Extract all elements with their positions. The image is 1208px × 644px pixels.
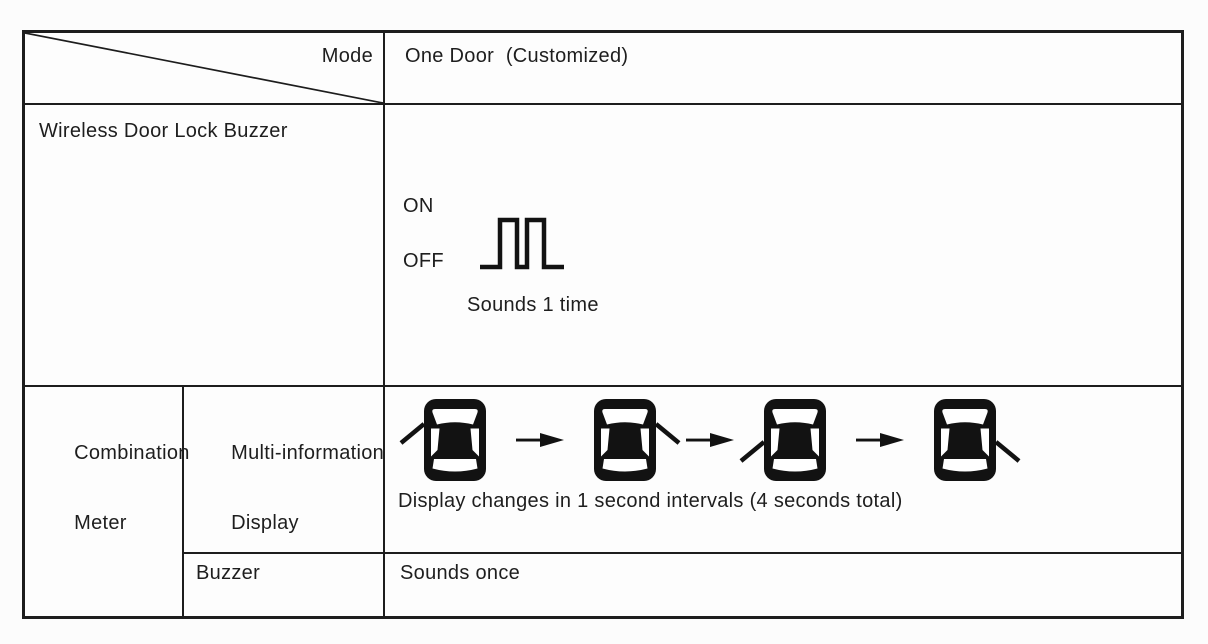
table-divider-header [25, 103, 1181, 105]
buzzer-row-value: Sounds once [400, 562, 521, 584]
signal-off-label: OFF [403, 250, 444, 272]
display-sequence-caption: Display changes in 1 second intervals (4… [398, 490, 903, 512]
table-divider-row3 [182, 552, 1181, 554]
table-divider-vertical-main [383, 33, 385, 616]
table-divider-vertical-sub [182, 385, 184, 616]
car-door-indicator-icon [399, 399, 486, 481]
multi-information-label-line2: Display [231, 512, 299, 534]
buzzer-waveform-icon [478, 215, 566, 278]
diagonal-divider [25, 33, 383, 103]
signal-on-label: ON [403, 195, 434, 217]
multi-information-label-line1: Multi-information [231, 442, 385, 464]
door-indicator-sequence [397, 398, 1023, 482]
buzzer-row-label: Buzzer [196, 562, 261, 584]
car-door-indicator-icon [594, 399, 681, 481]
multi-information-display-label: Multi-information Display [196, 401, 384, 576]
car-door-indicator-icon [739, 399, 826, 481]
buzzer-pulse-wave [480, 217, 564, 270]
wireless-door-lock-buzzer-label: Wireless Door Lock Buzzer [39, 120, 288, 142]
arrow-right-icon [856, 433, 904, 447]
door-lock-settings-table: Mode One Door (Customized) Wireless Door… [22, 30, 1184, 619]
table-divider-row2 [25, 385, 1181, 387]
mode-value-cell: One Door (Customized) [405, 45, 629, 67]
car-door-indicator-icon [934, 399, 1021, 481]
combination-meter-label: Combination Meter [39, 401, 190, 576]
combination-meter-label-line2: Meter [74, 512, 127, 534]
corner-mode-label: Mode [321, 45, 373, 67]
buzzer-waveform-caption: Sounds 1 time [467, 294, 599, 316]
arrow-right-icon [516, 433, 564, 447]
combination-meter-label-line1: Combination [74, 442, 190, 464]
arrow-right-icon [686, 433, 734, 447]
